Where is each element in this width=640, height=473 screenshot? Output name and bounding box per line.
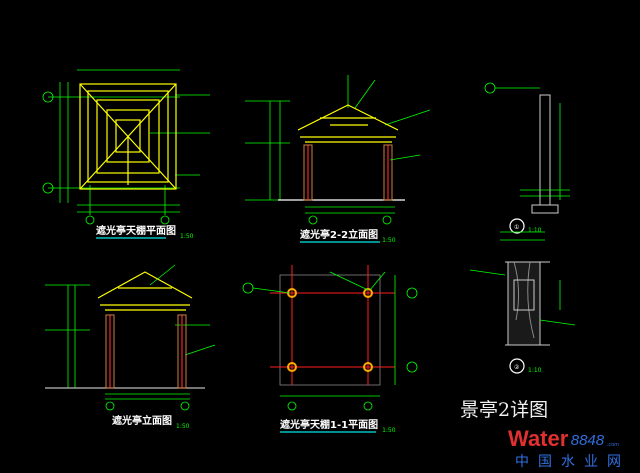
- view-title: 遮光亭立面图: [112, 414, 172, 427]
- view-title: 遮光亭2-2立面图: [300, 228, 378, 241]
- view-scale: 1:50: [180, 233, 194, 240]
- view-title: 遮光亭天棚平面图: [96, 224, 176, 237]
- svg-text:Water: Water: [508, 426, 569, 451]
- svg-text:.com: .com: [607, 442, 619, 448]
- detail-2-view: ② 1:10: [469, 231, 576, 374]
- svg-text:8848: 8848: [571, 432, 605, 449]
- view-scale: 1:50: [382, 427, 396, 434]
- detail-marker: ①: [514, 224, 519, 231]
- detail-1-view: ① 1:10: [484, 82, 570, 234]
- elevation-view: 遮光亭立面图 1:50: [45, 264, 216, 430]
- sheet-title: 景亭2详图: [460, 399, 548, 421]
- plan-1-1-view: 遮光亭天棚1-1平面图 1:50: [242, 265, 418, 434]
- view-scale: 1:50: [382, 237, 396, 244]
- svg-text:中国水业网: 中国水业网: [515, 454, 630, 470]
- section-2-2-view: 遮光亭2-2立面图 1:50: [245, 75, 431, 244]
- view-scale: 1:10: [528, 227, 542, 234]
- view-scale: 1:50: [176, 423, 190, 430]
- roof-plan-view: 遮光亭天棚平面图 1:50: [42, 69, 210, 240]
- detail-marker: ②: [514, 364, 520, 371]
- view-scale: 1:10: [528, 367, 542, 374]
- watermark: Water 8848 .com 中国水业网: [508, 426, 630, 470]
- view-title: 遮光亭天棚1-1平面图: [280, 418, 378, 431]
